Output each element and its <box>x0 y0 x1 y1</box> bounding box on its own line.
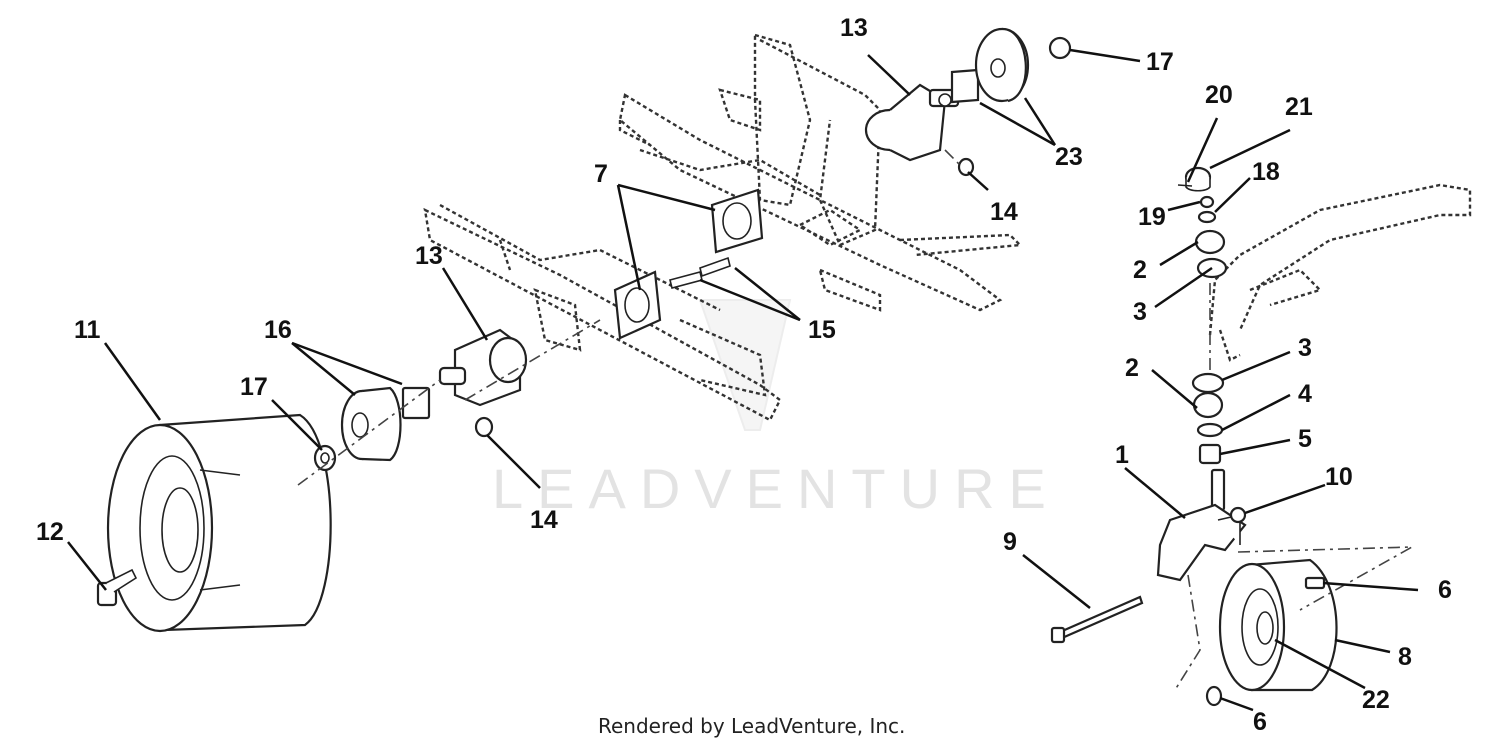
callout-20: 20 <box>1205 81 1233 109</box>
callout-9: 9 <box>1003 528 1017 556</box>
callout-7: 7 <box>594 160 608 188</box>
gaskets <box>613 188 764 340</box>
callout-15: 15 <box>808 316 836 344</box>
hydraulic-motor-left <box>438 328 528 407</box>
watermark-text: LEADVENTURE <box>492 457 1060 520</box>
callout-17: 17 <box>240 373 268 401</box>
lug-nut-left <box>313 444 337 472</box>
wheel-hub-right <box>950 27 1030 104</box>
callout-4: 4 <box>1298 380 1312 408</box>
leader-lines <box>67 48 1419 712</box>
callout-11: 11 <box>74 316 101 344</box>
motor-nut-left <box>474 416 494 438</box>
callout-17: 17 <box>1146 48 1174 76</box>
wheel-hub-left <box>340 386 431 462</box>
callout-3: 3 <box>1298 334 1312 362</box>
callout-19: 19 <box>1138 203 1166 231</box>
lug-bolt <box>96 568 138 607</box>
callout-21: 21 <box>1285 93 1313 121</box>
callout-10: 10 <box>1325 463 1353 491</box>
callout-22: 22 <box>1362 686 1390 714</box>
callout-3: 3 <box>1133 298 1147 326</box>
callout-14: 14 <box>990 198 1018 226</box>
callout-12: 12 <box>36 518 64 546</box>
callout-8: 8 <box>1398 643 1412 671</box>
watermark-logo <box>698 299 792 431</box>
callout-1: 1 <box>1115 441 1129 469</box>
callout-14: 14 <box>530 506 558 534</box>
callout-13: 13 <box>840 14 868 42</box>
callout-numbers: 11 12 17 16 13 14 7 15 13 14 23 17 20 21… <box>36 14 1452 736</box>
frame-phantom <box>423 33 1023 422</box>
callout-23: 23 <box>1055 143 1083 171</box>
wheel-spacers <box>1205 576 1326 707</box>
callout-5: 5 <box>1298 425 1312 453</box>
caster-fork <box>1156 468 1247 582</box>
hydraulic-motor-right <box>864 83 960 162</box>
callout-18: 18 <box>1252 158 1280 186</box>
callout-6: 6 <box>1253 708 1267 736</box>
top-nut-washer <box>1197 195 1217 224</box>
cotter-pin <box>1177 184 1193 187</box>
lower-bearing <box>1191 372 1225 465</box>
callout-6: 6 <box>1438 576 1452 604</box>
caster-wheel <box>1218 558 1338 692</box>
callout-2: 2 <box>1133 256 1147 284</box>
motor-bolts <box>669 256 731 289</box>
footer-credit: Rendered by LeadVenture, Inc. <box>598 714 905 738</box>
motor-nut-right <box>957 157 975 177</box>
callout-16: 16 <box>264 316 292 344</box>
grease-fitting <box>1229 506 1247 524</box>
left-tire <box>106 413 332 633</box>
axle-bolt <box>1050 595 1144 644</box>
assembly-centerlines <box>297 149 1413 691</box>
callout-2: 2 <box>1125 354 1139 382</box>
lug-nut-right <box>1048 36 1072 60</box>
callout-13: 13 <box>415 242 443 270</box>
caster-arm-phantom <box>1208 183 1472 362</box>
